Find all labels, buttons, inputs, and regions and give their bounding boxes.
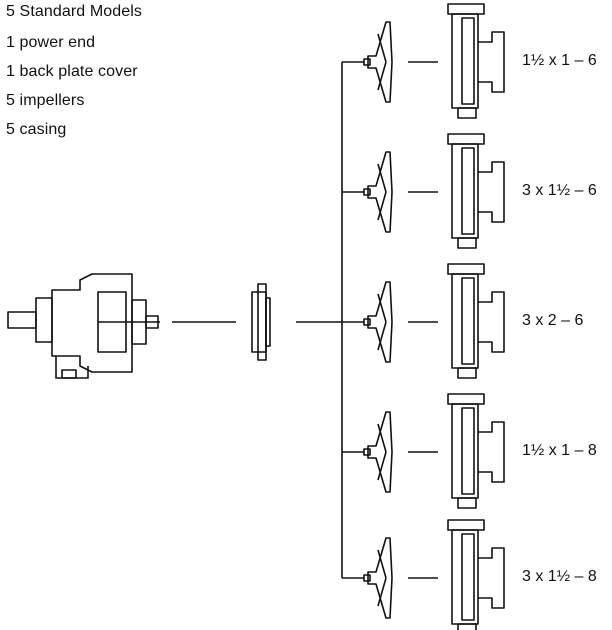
- model-label: 1½ x 1 – 6: [522, 52, 597, 69]
- model-row: [342, 519, 505, 630]
- model-row: [342, 393, 505, 509]
- model-label: 3 x 2 – 6: [522, 312, 584, 329]
- legend-item-casing: 5 casing: [6, 121, 67, 138]
- model-label: 3 x 1½ – 8: [522, 568, 597, 585]
- back-plate-cover-icon: [251, 283, 271, 361]
- legend-item-power-end: 1 power end: [6, 34, 96, 51]
- impeller-icon: [363, 151, 393, 233]
- model-row: [342, 263, 505, 379]
- impeller-icon: [363, 281, 393, 363]
- model-label: 3 x 1½ – 6: [522, 182, 597, 199]
- model-row: [342, 3, 505, 119]
- legend-item-back-plate-cover: 1 back plate cover: [6, 63, 138, 80]
- casing-icon: [447, 263, 505, 379]
- legend: 5 Standard Models 1 power end 1 back pla…: [6, 2, 142, 144]
- casing-icon: [447, 3, 505, 119]
- legend-item-impellers: 5 impellers: [6, 92, 85, 109]
- impeller-icon: [363, 411, 393, 493]
- impeller-icon: [363, 537, 393, 619]
- impeller-icon: [363, 21, 393, 103]
- model-row: [342, 133, 505, 249]
- legend-title: 5 Standard Models: [6, 3, 143, 20]
- casing-icon: [447, 393, 505, 509]
- model-label: 1½ x 1 – 8: [522, 442, 597, 459]
- casing-icon: [447, 519, 505, 630]
- casing-icon: [447, 133, 505, 249]
- power-end-icon: [7, 273, 160, 379]
